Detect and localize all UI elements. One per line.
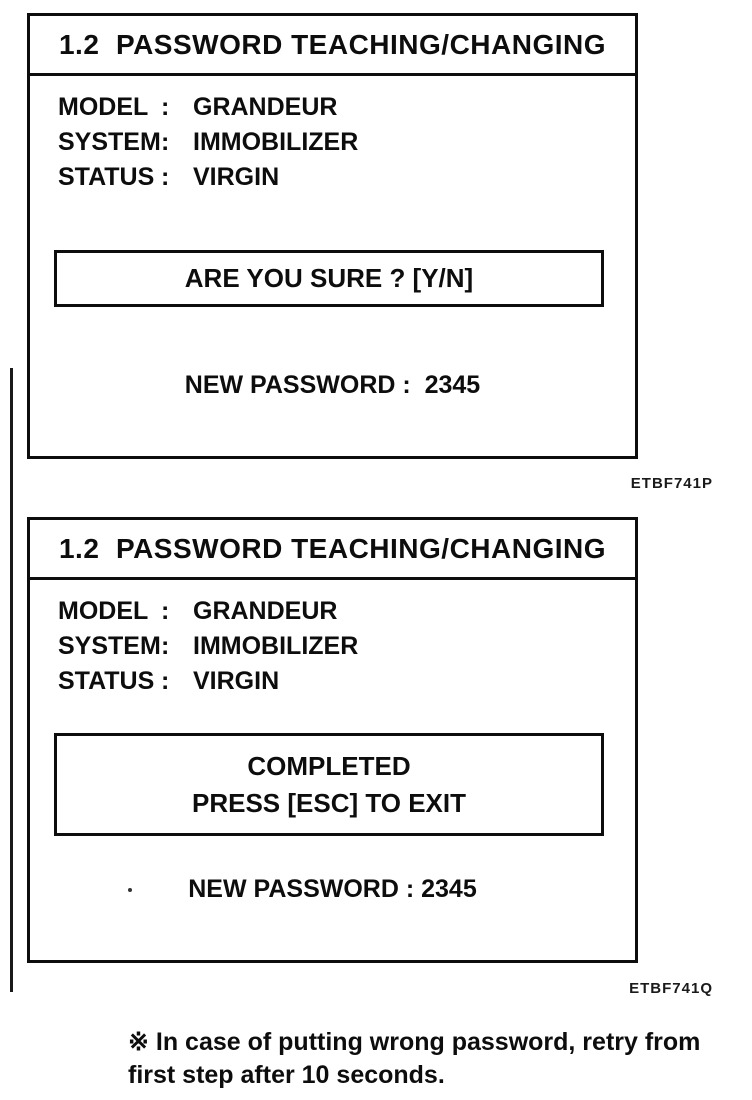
footnote: ※ In case of putting wrong password, ret… bbox=[128, 1026, 738, 1092]
figure-code-label: ETBF741Q bbox=[629, 980, 713, 997]
info-row-model: MODEL: GRANDEUR bbox=[58, 90, 635, 125]
message-line: PRESS [ESC] TO EXIT bbox=[191, 787, 466, 818]
info-label: MODEL bbox=[58, 93, 149, 121]
info-label: SYSTEM bbox=[58, 128, 161, 156]
scan-speck-artifact bbox=[128, 888, 132, 892]
colon-separator: : bbox=[161, 667, 170, 695]
info-value: IMMOBILIZER bbox=[193, 128, 359, 156]
screen-title: 1.2 PASSWORD TEACHING/CHANGING bbox=[58, 532, 607, 564]
info-row-model: MODEL: GRANDEUR bbox=[58, 594, 635, 629]
scan-tool-screen-confirm: 1.2 PASSWORD TEACHING/CHANGING MODEL: GRA… bbox=[27, 13, 638, 459]
info-value: VIRGIN bbox=[193, 667, 280, 695]
colon-separator: : bbox=[161, 632, 170, 660]
confirm-message-box: ARE YOU SURE ? [Y/N] bbox=[54, 250, 604, 307]
footnote-line-1: ※ In case of putting wrong password, ret… bbox=[128, 1028, 701, 1056]
info-label: STATUS bbox=[58, 163, 155, 191]
info-value: VIRGIN bbox=[193, 163, 280, 191]
screen-title: 1.2 PASSWORD TEACHING/CHANGING bbox=[58, 28, 607, 60]
vehicle-info-block: MODEL: GRANDEUR SYSTEM: IMMOBILIZER STATUS… bbox=[30, 76, 635, 195]
message-line: COMPLETED bbox=[247, 750, 411, 781]
completed-message-box: COMPLETED PRESS [ESC] TO EXIT bbox=[54, 733, 604, 836]
info-label: STATUS bbox=[58, 667, 155, 695]
info-row-status: STATUS: VIRGIN bbox=[58, 664, 635, 699]
info-row-status: STATUS: VIRGIN bbox=[58, 160, 635, 195]
vehicle-info-block: MODEL: GRANDEUR SYSTEM: IMMOBILIZER STATUS… bbox=[30, 580, 635, 699]
new-password-line: NEW PASSWORD : 2345 bbox=[184, 371, 481, 399]
scan-tool-screen-completed: 1.2 PASSWORD TEACHING/CHANGING MODEL: GRA… bbox=[27, 517, 638, 963]
colon-separator: : bbox=[161, 128, 170, 156]
info-row-system: SYSTEM: IMMOBILIZER bbox=[58, 125, 635, 160]
colon-separator: : bbox=[161, 93, 170, 121]
screen-title-bar: 1.2 PASSWORD TEACHING/CHANGING bbox=[30, 16, 635, 76]
scan-edge-artifact bbox=[10, 368, 13, 992]
figure-code-label: ETBF741P bbox=[630, 475, 713, 492]
info-value: IMMOBILIZER bbox=[193, 632, 359, 660]
info-label: SYSTEM bbox=[58, 632, 161, 660]
info-value: GRANDEUR bbox=[193, 597, 338, 625]
new-password-line: NEW PASSWORD : 2345 bbox=[188, 875, 477, 903]
info-row-system: SYSTEM: IMMOBILIZER bbox=[58, 629, 635, 664]
info-value: GRANDEUR bbox=[193, 93, 338, 121]
screen-title-bar: 1.2 PASSWORD TEACHING/CHANGING bbox=[30, 520, 635, 580]
info-label: MODEL bbox=[58, 597, 149, 625]
message-line: ARE YOU SURE ? [Y/N] bbox=[184, 263, 474, 293]
footnote-line-2: first step after 10 seconds. bbox=[128, 1061, 445, 1089]
colon-separator: : bbox=[161, 163, 170, 191]
colon-separator: : bbox=[161, 597, 170, 625]
